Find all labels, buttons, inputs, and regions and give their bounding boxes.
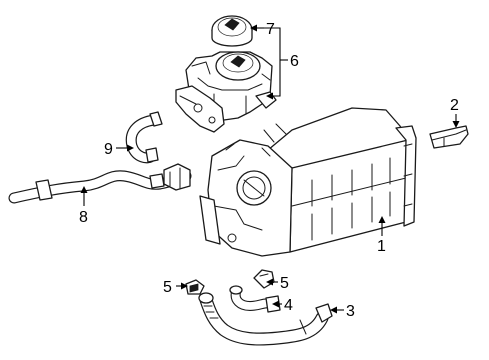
clamp-right-part xyxy=(253,269,275,289)
callout-7: 7 xyxy=(266,21,275,38)
reservoir-cap-part xyxy=(211,15,253,47)
upper-hose-part xyxy=(125,111,163,164)
callout-2: 2 xyxy=(450,97,459,114)
leader-lines xyxy=(80,24,460,314)
callout-3: 3 xyxy=(346,303,355,320)
intercooler-part xyxy=(199,107,417,257)
callout-8: 8 xyxy=(79,209,88,226)
coolant-reservoir-part xyxy=(175,51,277,133)
callout-4: 4 xyxy=(284,297,293,314)
lower-hose-part xyxy=(198,292,333,346)
small-hose-part xyxy=(229,285,281,313)
callout-1: 1 xyxy=(377,238,386,255)
callout-5-left: 5 xyxy=(163,279,172,296)
callout-labels: 7 6 2 9 8 1 5 5 4 3 xyxy=(79,21,459,320)
callout-6: 6 xyxy=(290,53,299,70)
callout-5-right: 5 xyxy=(280,275,289,292)
long-hose-part xyxy=(8,163,192,204)
clamp-left-part xyxy=(185,279,205,295)
mounting-bracket-part xyxy=(429,125,469,149)
callout-9: 9 xyxy=(104,141,113,158)
